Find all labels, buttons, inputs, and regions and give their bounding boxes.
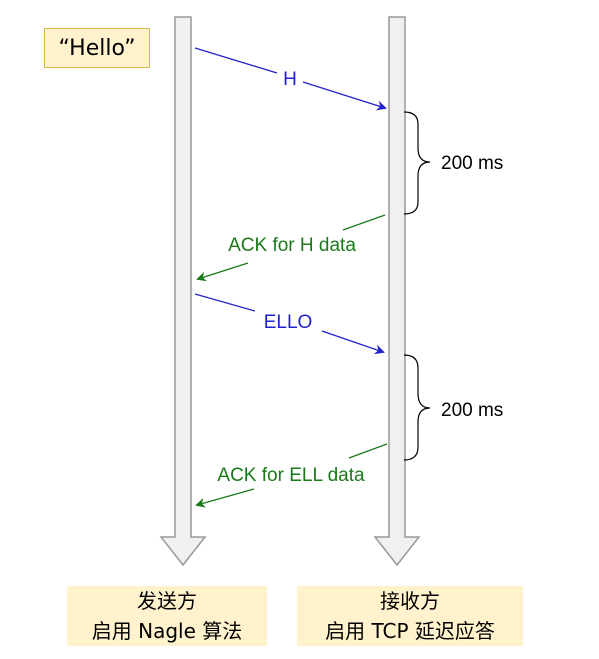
receiver-label: 接收方 启用 TCP 延迟应答	[297, 586, 523, 646]
sender-label: 发送方 启用 Nagle 算法	[67, 586, 267, 646]
delay-label-2: 200 ms	[441, 400, 503, 421]
message-label: “Hello”	[44, 28, 150, 68]
delay-brace-1	[403, 111, 431, 215]
segment-label-ello: ELLO	[264, 312, 313, 333]
receiver-role: 接收方	[380, 589, 440, 613]
delay-brace-2	[403, 354, 431, 461]
ack-arrow-h	[198, 214, 386, 279]
receiver-timeline	[373, 16, 421, 567]
data-arrow-h	[194, 47, 385, 108]
sender-role: 发送方	[137, 589, 197, 613]
segment-label-ack-h: ACK for H data	[228, 235, 356, 256]
delay-label-1: 200 ms	[441, 153, 503, 174]
sender-setting: 启用 Nagle 算法	[91, 619, 243, 643]
receiver-setting: 启用 TCP 延迟应答	[325, 619, 495, 643]
sender-timeline	[159, 16, 207, 567]
segment-label-ack-ell: ACK for ELL data	[217, 465, 365, 486]
ack-arrow-ell	[197, 443, 388, 505]
segment-label-h: H	[283, 69, 297, 90]
data-arrow-ello	[194, 293, 383, 352]
